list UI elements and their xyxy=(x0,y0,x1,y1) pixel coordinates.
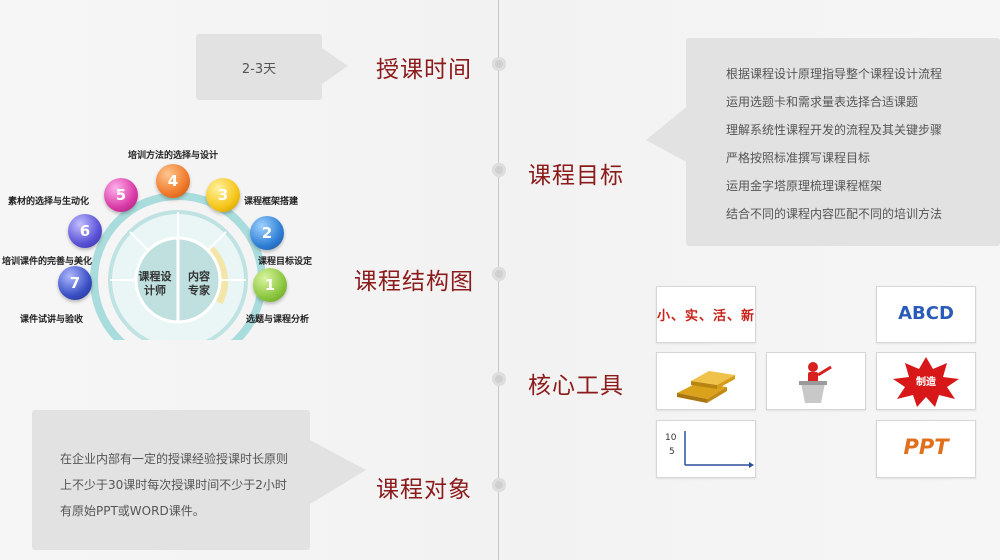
course-structure-diagram: 课程设 计师 内容 专家 1 2 3 4 5 6 7 选题与课程分析 课程目标设… xyxy=(0,140,330,340)
tool-speaker-card xyxy=(766,352,866,410)
burst-text: 制造 xyxy=(916,377,936,388)
audience-line: 有原始PPT或WORD课件。 xyxy=(60,504,205,518)
timeline-dot-tools xyxy=(492,372,506,386)
step-number: 2 xyxy=(261,224,273,242)
step-label-6: 培训课件的完善与美化 xyxy=(2,257,93,267)
step-ball-6: 6 xyxy=(68,214,102,248)
tool-burst-card: 制造 xyxy=(876,352,976,410)
objective-item: 运用选题卡和需求量表选择合适课题 xyxy=(726,95,919,109)
tool-chart-card: 10 5 xyxy=(656,420,756,478)
timeline-dot-audience xyxy=(492,478,506,492)
objectives-box-pointer xyxy=(646,104,690,164)
center-label-expert-line: 专家 xyxy=(188,284,210,297)
step-label-3: 课程框架搭建 xyxy=(244,197,299,207)
objective-item: 根据课程设计原理指导整个课程设计流程 xyxy=(726,67,943,81)
step-number: 3 xyxy=(217,186,229,204)
center-label-designer-line: 计师 xyxy=(144,284,166,297)
heading-audience: 课程对象 xyxy=(376,477,472,503)
step-number: 5 xyxy=(115,186,127,204)
step-number: 1 xyxy=(264,276,276,294)
step-ball-1: 1 xyxy=(253,268,287,302)
heading-timing: 授课时间 xyxy=(376,57,472,83)
objective-item: 理解系统性课程开发的流程及其关键步骤 xyxy=(726,123,943,137)
burst-icon xyxy=(893,357,959,407)
step-label-1: 选题与课程分析 xyxy=(246,315,310,325)
center-label-designer-line: 课程设 xyxy=(138,270,172,283)
tool-abcd-text: ABCD xyxy=(898,303,954,324)
chart-tick-5: 5 xyxy=(669,447,675,457)
objective-item: 严格按照标准撰写课程目标 xyxy=(726,151,871,165)
heading-tools: 核心工具 xyxy=(528,373,624,399)
step-label-5: 素材的选择与生动化 xyxy=(8,197,90,207)
timeline-dot-structure xyxy=(492,267,506,281)
step-ball-2: 2 xyxy=(250,216,284,250)
presenter-icon xyxy=(799,362,832,403)
diagram-rings xyxy=(90,192,266,340)
step-number: 7 xyxy=(69,274,81,292)
timeline-dot-objectives xyxy=(492,163,506,177)
tool-ppt-text: PPT xyxy=(903,435,949,459)
heading-structure: 课程结构图 xyxy=(354,269,474,295)
step-label-7: 课件试讲与验收 xyxy=(20,315,84,325)
objective-item: 运用金字塔原理梳理课程框架 xyxy=(726,179,883,193)
step-number: 4 xyxy=(167,172,179,190)
step-number: 6 xyxy=(79,222,91,240)
chart-tick-10: 10 xyxy=(665,433,677,443)
step-ball-3: 3 xyxy=(206,178,240,212)
objectives-list: 根据课程设计原理指导整个课程设计流程 运用选题卡和需求量表选择合适课题 理解系统… xyxy=(726,65,942,233)
axis-chart-icon xyxy=(684,431,754,468)
audience-line: 上不少于30课时每次授课时间不少于2小时 xyxy=(60,478,287,492)
tool-slogan-card: 小、实、活、新 xyxy=(656,286,756,343)
audience-line: 在企业内部有一定的授课经验授课时长原则 xyxy=(60,452,289,466)
accent-arc xyxy=(206,246,229,305)
gold-bars-icon xyxy=(677,371,735,403)
timing-box-pointer xyxy=(322,48,348,84)
step-ball-7: 7 xyxy=(58,266,92,300)
step-ball-5: 5 xyxy=(104,178,138,212)
tool-abcd-card: ABCD xyxy=(876,286,976,343)
center-label-expert: 内容 专家 xyxy=(180,270,218,298)
audience-box: 在企业内部有一定的授课经验授课时长原则 上不少于30课时每次授课时间不少于2小时… xyxy=(32,410,310,550)
step-ball-4: 4 xyxy=(156,164,190,198)
audience-box-pointer xyxy=(310,440,366,504)
timing-duration: 2-3天 xyxy=(241,62,277,77)
objective-item: 结合不同的课程内容匹配不同的培训方法 xyxy=(726,207,943,221)
center-label-designer: 课程设 计师 xyxy=(136,270,174,298)
timing-box: 2-3天 xyxy=(196,34,322,100)
step-label-2: 课程目标设定 xyxy=(258,257,313,267)
timeline-dot-timing xyxy=(492,57,506,71)
tool-gold-bars-card xyxy=(656,352,756,410)
audience-text: 在企业内部有一定的授课经验授课时长原则 上不少于30课时每次授课时间不少于2小时… xyxy=(60,450,288,528)
heading-objectives: 课程目标 xyxy=(528,163,624,189)
tool-ppt-card: PPT xyxy=(876,420,976,478)
tool-slogan-text: 小、实、活、新 xyxy=(657,309,756,324)
step-label-4: 培训方法的选择与设计 xyxy=(128,151,219,161)
objectives-box: 根据课程设计原理指导整个课程设计流程 运用选题卡和需求量表选择合适课题 理解系统… xyxy=(686,38,1000,246)
center-label-expert-line: 内容 xyxy=(188,270,210,283)
